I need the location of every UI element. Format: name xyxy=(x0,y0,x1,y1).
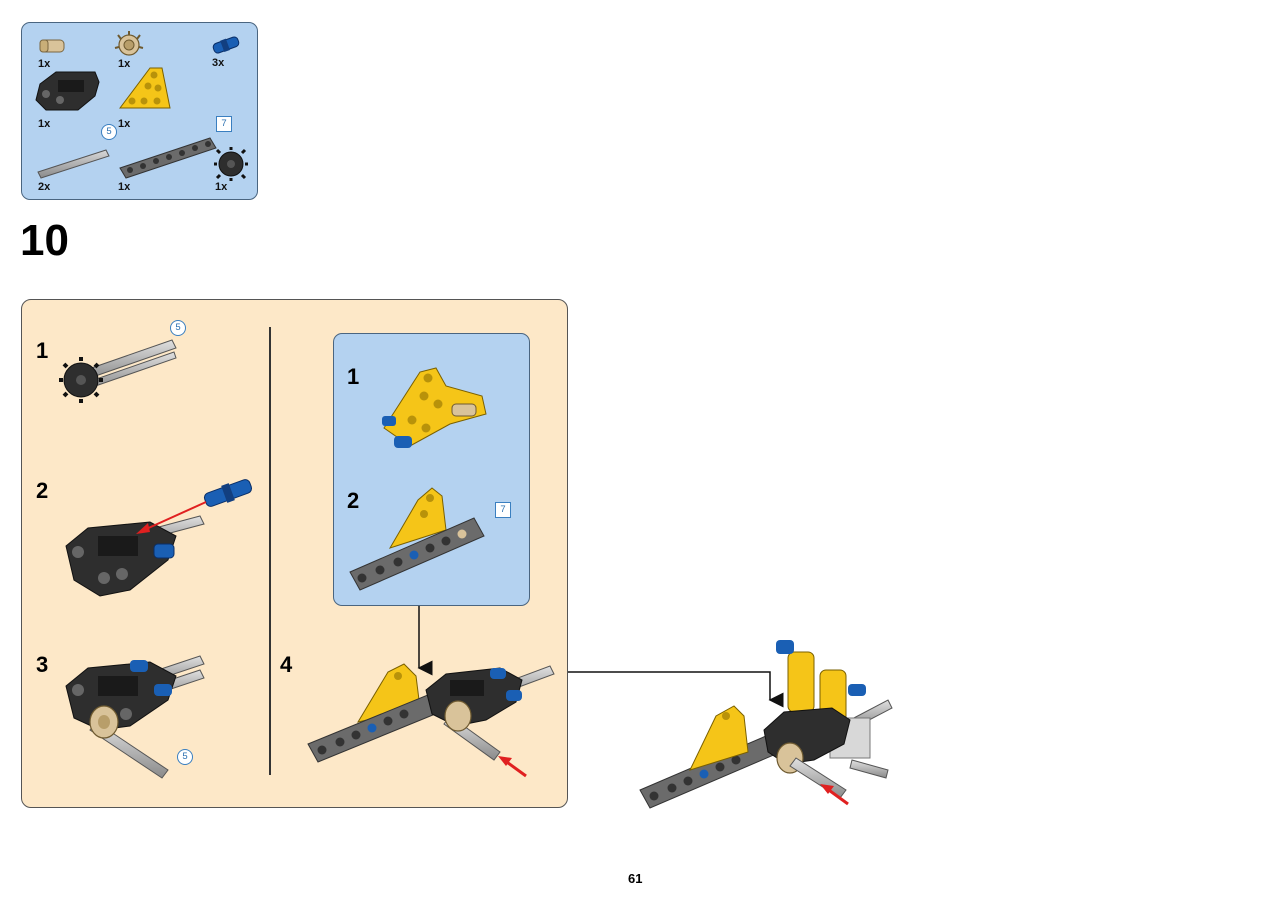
blue-pin-icon xyxy=(212,36,240,54)
substep-1-illustration xyxy=(59,339,177,403)
yellow-triangle-beam-icon xyxy=(119,67,171,109)
qty-gray-beam: 1x xyxy=(118,181,131,193)
qty-yellow-triangle-beam: 1x xyxy=(118,118,131,130)
callout-substep-2-label: 2 xyxy=(347,488,360,513)
substep-3-label: 3 xyxy=(36,652,49,677)
qty-black-u-connector: 1x xyxy=(38,118,51,130)
qty-gray-axle: 2x xyxy=(38,181,51,193)
callout-2-illustration xyxy=(349,487,485,591)
qty-tan-axle-pin: 1x xyxy=(38,58,51,70)
panel-divider xyxy=(269,327,271,775)
substep-4-label: 4 xyxy=(280,652,293,677)
substep-3-axle-length: 5 xyxy=(177,749,193,765)
callout-1-illustration xyxy=(382,367,487,448)
substep-2-illustration xyxy=(65,479,253,597)
callout-substep-1-label: 1 xyxy=(347,364,360,389)
gray-axle-icon xyxy=(37,149,110,179)
beam-length-badge: 7 xyxy=(216,116,232,132)
axle-length-badge: 5 xyxy=(101,124,117,140)
substep-3-illustration xyxy=(65,655,205,779)
tan-axle-pin-icon xyxy=(39,39,65,53)
tan-bevel-gear-icon xyxy=(114,31,144,56)
result-arrow xyxy=(568,671,784,708)
callout-beam-length: 7 xyxy=(495,502,511,518)
gray-beam-icon xyxy=(119,137,217,179)
qty-tan-bevel-gear: 1x xyxy=(118,58,131,70)
substep-4-illustration xyxy=(307,663,555,778)
step-number: 10 xyxy=(20,216,69,265)
qty-black-gear: 1x xyxy=(215,181,228,193)
qty-blue-pin: 3x xyxy=(212,57,225,69)
black-gear-icon xyxy=(214,147,248,181)
substep-2-label: 2 xyxy=(36,478,49,503)
page-number: 61 xyxy=(628,871,643,886)
substep-1-label: 1 xyxy=(36,338,49,363)
black-u-connector-icon xyxy=(35,71,100,111)
substep-1-axle-length: 5 xyxy=(170,320,186,336)
final-model-illustration xyxy=(639,640,893,809)
